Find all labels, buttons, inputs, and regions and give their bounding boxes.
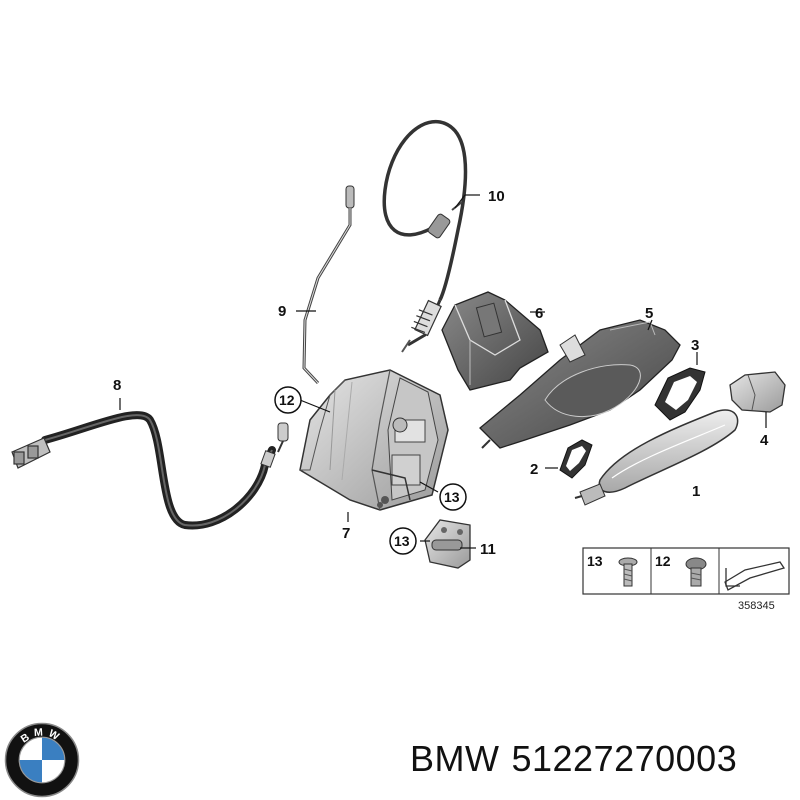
callout-9: 9 [278, 303, 286, 320]
part-number: 51227270003 [511, 738, 738, 779]
callout-13-striker: 13 [394, 533, 410, 549]
screw-13-icon [618, 557, 638, 587]
callout-7: 7 [342, 525, 350, 542]
callout-1: 1 [692, 483, 700, 500]
bmw-logo: BMW [4, 722, 80, 798]
callout-4: 4 [760, 432, 769, 449]
legend-item-12-label: 12 [655, 553, 671, 569]
diagram-number: 358345 [738, 600, 775, 612]
part-caption: BMW 51227270003 [410, 738, 790, 780]
screw-12-icon [685, 557, 707, 587]
cable-10 [382, 120, 468, 353]
leader-lines [119, 194, 767, 549]
cable-8 [11, 411, 289, 530]
callout-11: 11 [480, 541, 496, 558]
callout-3: 3 [691, 337, 699, 354]
callout-8: 8 [113, 377, 121, 394]
door-lock-7 [299, 369, 449, 511]
callout-13-lock: 13 [444, 489, 460, 505]
door-handle-1 [574, 409, 739, 506]
callout-6: 6 [535, 305, 543, 322]
fastener-legend: 13 12 358345 [582, 547, 790, 612]
cover-4 [729, 371, 786, 413]
brand-name: BMW [410, 738, 500, 779]
wedge-arrow-icon [724, 561, 786, 591]
gasket-3 [654, 367, 706, 421]
callouts: 1 2 3 4 5 6 7 8 9 10 11 12 13 13 [113, 188, 769, 558]
legend-item-13-label: 13 [587, 553, 603, 569]
striker-11 [424, 519, 471, 569]
callout-12: 12 [279, 392, 295, 408]
gasket-2 [559, 439, 593, 479]
rod-9 [302, 185, 355, 385]
carrier-5 [479, 319, 681, 449]
callout-10: 10 [488, 188, 505, 205]
callout-2: 2 [530, 461, 538, 478]
callout-5: 5 [645, 305, 653, 322]
bracket-6 [441, 291, 549, 391]
